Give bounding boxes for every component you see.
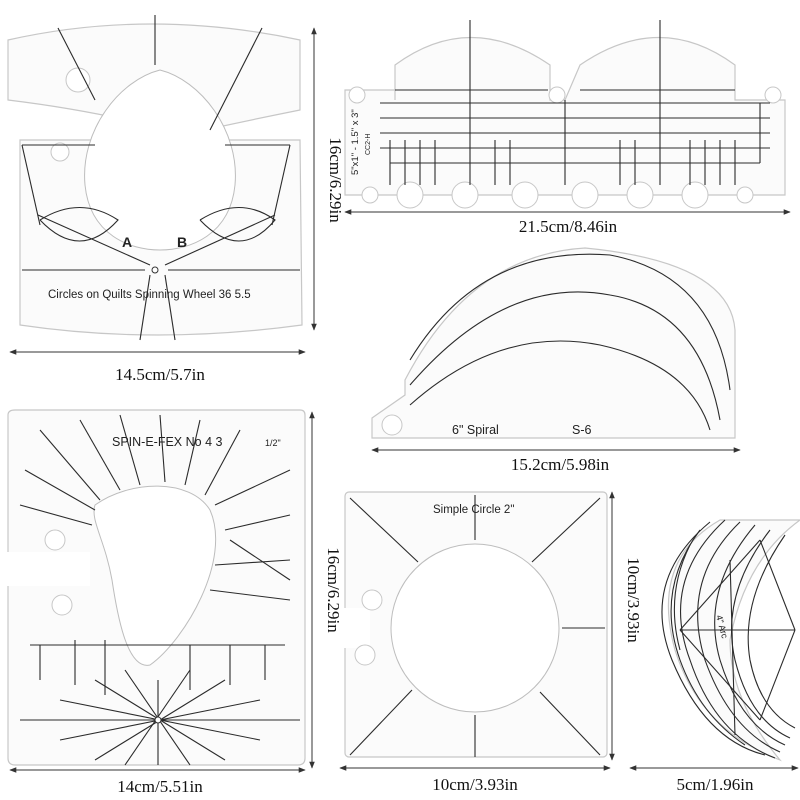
spin-e-fex-width: 14cm/5.51in	[117, 777, 203, 796]
label-b: B	[177, 234, 187, 250]
spiral-width: 15.2cm/5.98in	[511, 455, 610, 474]
label-a: A	[122, 234, 132, 250]
spiral-code: S-6	[572, 423, 592, 437]
simple-circle-template: Simple Circle 2"	[340, 491, 608, 758]
spin-e-fex-template: SPIN-E-FEX No 4 3 1/2"	[0, 409, 306, 766]
arc-width: 5cm/1.96in	[677, 775, 754, 794]
spinning-wheel-text: Circles on Quilts Spinning Wheel 36 5.5	[48, 289, 251, 301]
double-arch-size-text: 5"x1" - 1.5" x 3"	[350, 109, 361, 175]
double-arch-width: 21.5cm/8.46in	[519, 217, 618, 236]
spinning-wheel-template: A B Circles on Quilts Spinning Wheel 36 …	[7, 15, 303, 341]
simple-circle-width: 10cm/3.93in	[432, 775, 518, 794]
arc-template: 4" Arc	[661, 519, 800, 762]
simple-circle-title: Simple Circle 2"	[433, 504, 514, 516]
double-arch-template: 5"x1" - 1.5" x 3" CC2-H	[344, 20, 786, 209]
spinning-wheel-height: 16cm/6.29in	[326, 137, 345, 223]
spin-e-fex-height: 16cm/6.29in	[324, 547, 343, 633]
spinning-wheel-width: 14.5cm/5.7in	[115, 365, 205, 384]
double-arch-code: CC2-H	[365, 134, 372, 155]
spin-e-fex-fraction: 1/2"	[265, 438, 281, 448]
spiral-template: 6" Spiral S-6	[371, 247, 736, 439]
simple-circle-height: 10cm/3.93in	[624, 557, 643, 643]
spiral-name: 6" Spiral	[452, 423, 499, 437]
spin-e-fex-title: SPIN-E-FEX No 4 3	[112, 435, 222, 449]
